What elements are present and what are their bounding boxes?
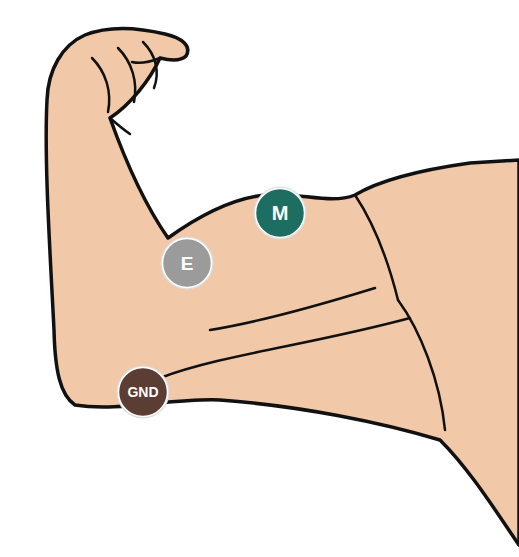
electrode-label: M (272, 203, 289, 223)
arm-detail-lines (92, 42, 445, 430)
electrode-e: E (160, 236, 214, 290)
electrode-fill (119, 368, 168, 417)
finger-line (118, 48, 135, 102)
electrode-rim (254, 187, 307, 240)
triceps-line (160, 318, 410, 378)
biceps-line (210, 288, 375, 330)
electrode-rim (161, 237, 214, 290)
deltoid-line (355, 195, 398, 300)
electrode-m: M (253, 186, 307, 240)
electrode-label: GND (127, 385, 158, 399)
electrode-fill (256, 189, 305, 238)
electrode-rim (117, 366, 170, 419)
shoulder-line (398, 300, 445, 430)
finger-line (143, 42, 157, 88)
wrist-line (110, 118, 130, 134)
finger-line (92, 58, 109, 112)
arm-outline (46, 28, 519, 545)
electrode-ground: GND (116, 365, 170, 419)
electrode-fill (163, 239, 212, 288)
thumb-line (132, 58, 160, 63)
electrode-label: E (181, 254, 194, 273)
